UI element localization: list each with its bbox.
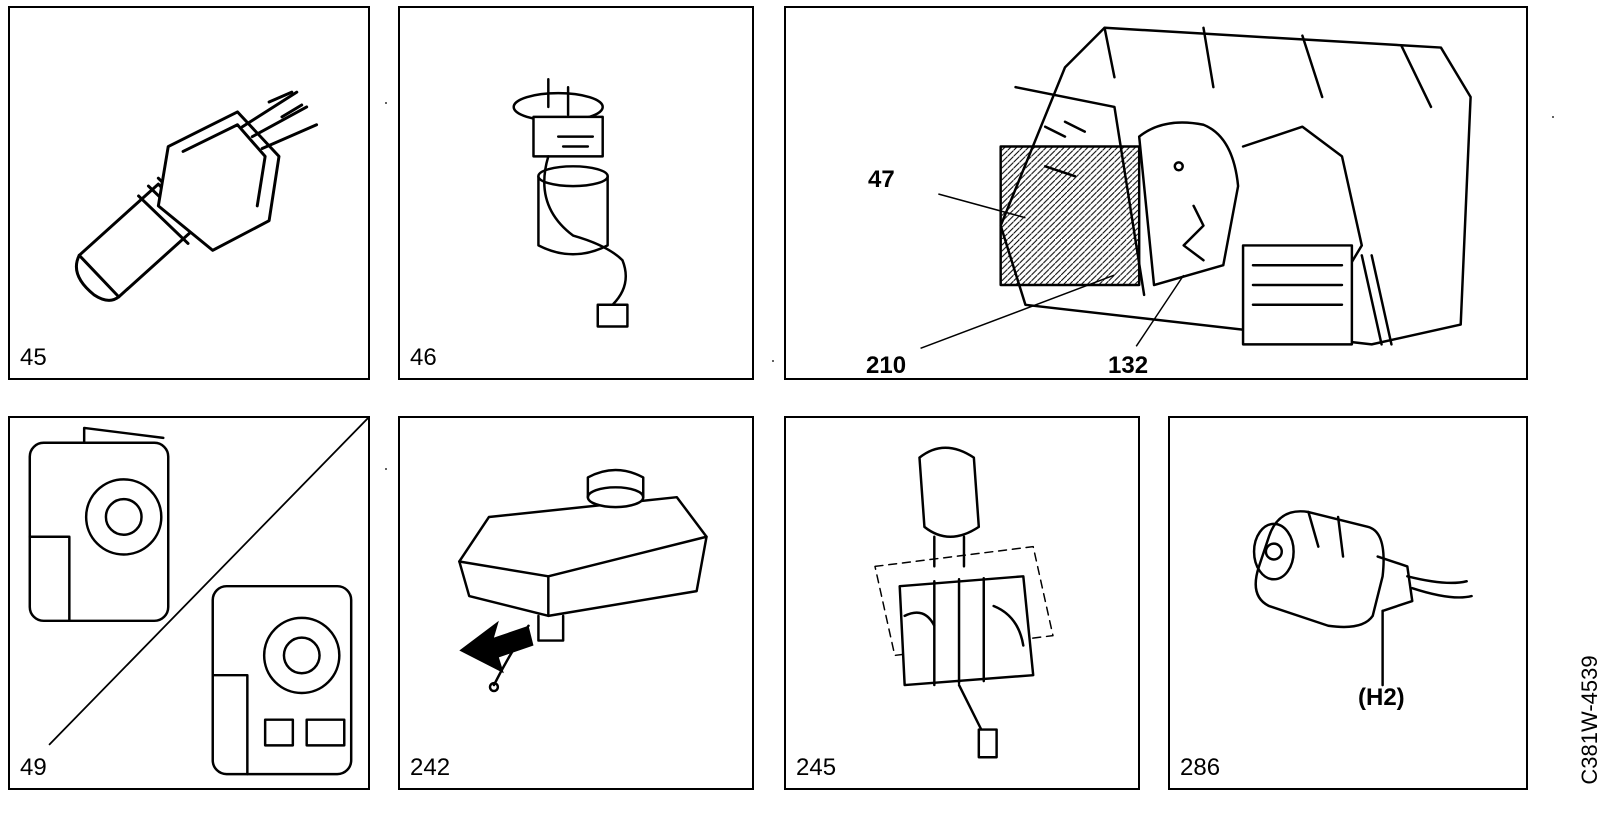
- callout-h2: (H2): [1358, 684, 1405, 711]
- panel-number: 49: [20, 754, 47, 781]
- reference-code-text: C381W-4539: [1577, 655, 1602, 785]
- scan-dot: [385, 468, 387, 470]
- callout-210: 210: [866, 352, 907, 379]
- panel-286: (H2) 286: [1168, 416, 1528, 790]
- scan-dot: [772, 360, 774, 362]
- panel-47: 47 210 132: [784, 6, 1528, 380]
- reference-code: C381W-4539: [1570, 640, 1610, 800]
- panel-number: 45: [20, 344, 47, 371]
- panel-245: 245: [784, 416, 1140, 790]
- panel-46: 46: [398, 6, 754, 380]
- gear-selector-icon: [874, 446, 1054, 759]
- panel-number: 46: [410, 344, 437, 371]
- panel-45: 45: [8, 6, 370, 380]
- instrument-cluster-icon: [920, 26, 1472, 350]
- callout-47: 47: [868, 166, 895, 193]
- temperature-sensor-icon: [74, 90, 319, 302]
- fuel-pump-sender-icon: [512, 78, 629, 328]
- panel-number: 286: [1180, 754, 1221, 781]
- scan-dot: [1552, 116, 1554, 118]
- connector-switch-icon: [1252, 510, 1473, 687]
- panel-number: 245: [796, 754, 837, 781]
- scan-dot: [385, 102, 387, 104]
- panel-number: 242: [410, 754, 451, 781]
- switch-modules-icon: [28, 418, 368, 776]
- panel-49: 49: [8, 416, 370, 790]
- callout-132: 132: [1108, 352, 1149, 379]
- panel-242: 242: [398, 416, 754, 790]
- fluid-reservoir-icon: [458, 468, 708, 693]
